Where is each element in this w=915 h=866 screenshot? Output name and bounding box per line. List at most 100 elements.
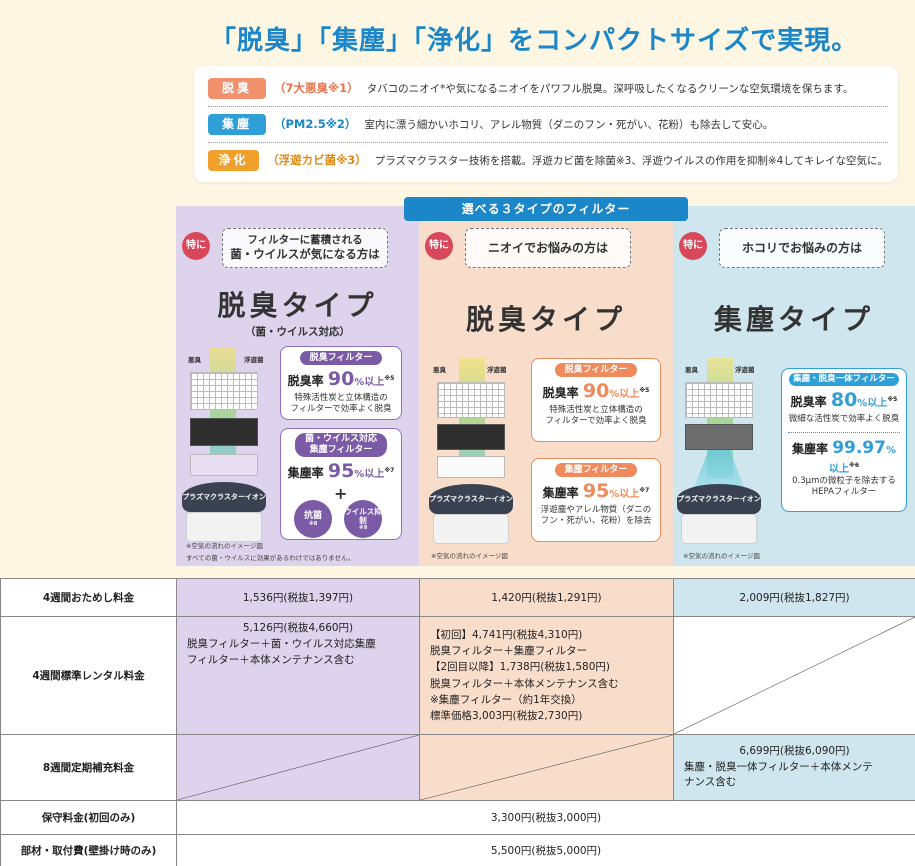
deodorize-filter-image <box>190 372 258 410</box>
rate-value: 80 <box>830 389 858 412</box>
row-label-installation: 部材・取付費(壁掛け時のみ) <box>0 834 177 866</box>
rate-deodorize: 脱臭率 80%以上※5 <box>788 388 900 414</box>
rate-unit: %以上 <box>828 444 896 475</box>
benefit-text-dust: 室内に漂う細かいホコリ、アレル物質（ダニのフン・死がい、花粉）も除去して安心。 <box>364 118 774 131</box>
dust-filter-image <box>437 424 505 450</box>
benefits-box: 脱臭 （7大悪臭※1） タバコのニオイ*や気になるニオイをパワフル脱臭。深呼吸し… <box>194 66 898 182</box>
benefit-tag-dust: （PM2.5※2） <box>274 117 357 131</box>
disclaimer-note: すべての菌・ウイルスに効果があるわけではありません。 <box>186 554 355 562</box>
row-label-trial: 4週間おためし料金 <box>0 578 177 617</box>
price-trial-type3: 2,009円(税抜1,827円) <box>673 578 915 617</box>
deodorize-filter-image <box>437 382 505 418</box>
rate-unit: %以上 <box>857 398 888 410</box>
na-diagonal <box>674 617 915 734</box>
rate-unit: %以上 <box>354 377 385 389</box>
filter-desc: フィルターで効率よく脱臭 <box>290 404 392 415</box>
rate-note: ※5 <box>639 387 650 395</box>
badge-text: 抗菌 <box>303 510 322 521</box>
filter-box-deodorize: 脱臭フィルター 脱臭率 90%以上※5 特殊活性炭と立体構造の フィルターで効率… <box>280 346 402 420</box>
price-standard-type3-na <box>673 616 915 735</box>
bubble-line: 菌・ウイルスが気になる方は <box>230 247 380 262</box>
rate-label: 集塵率 <box>791 441 828 456</box>
odor-label: 悪臭 <box>685 366 698 374</box>
benefit-badge-deodorize: 脱臭 <box>208 77 266 99</box>
filter-desc: 0.3μmの微粒子を除去する <box>792 476 896 487</box>
bubble-line: フィルターに蓄積される <box>247 234 363 247</box>
benefit-text-purify: プラズマクラスター技術を搭載。浮遊カビ菌を除菌※3、浮遊ウイルスの作用を抑制※4… <box>374 154 888 167</box>
filter-desc: 特殊活性炭と立体構造の <box>294 392 388 403</box>
rate-dust: 集塵率 95%以上※7 <box>538 479 654 505</box>
badge-note: ※8 <box>308 521 318 528</box>
price-line: 6,699円(税抜6,090円) <box>739 744 850 757</box>
rate-deodorize: 脱臭率 90%以上※5 <box>287 367 395 393</box>
rate-label: 脱臭率 <box>790 395 827 410</box>
type-name: 脱臭タイプ <box>465 303 626 336</box>
filter-desc: 浮遊塵やアレル物質（ダニの <box>540 504 652 515</box>
pricing-table: 4週間おためし料金 1,536円(税抜1,397円) 1,420円(税抜1,29… <box>0 578 915 866</box>
purifier-body-image <box>681 514 757 544</box>
type-column-dust: ホコリでお悩みの方は 特に 集塵タイプ 悪臭 浮遊菌 プラズマクラスターイオン … <box>673 206 915 566</box>
filter-banner: 選べる３タイプのフィルター <box>404 197 688 221</box>
purifier-head-image: プラズマクラスターイオン <box>429 484 513 514</box>
type-column-deodorize-antivirus: フィルターに蓄積される 菌・ウイルスが気になる方は 特に 脱臭タイプ （菌・ウイ… <box>176 206 419 566</box>
bubble-line: ニオイでお悩みの方は <box>487 240 608 255</box>
rate-unit: %以上 <box>354 468 385 480</box>
price-line: 脱臭フィルター＋本体メンテナンス含む <box>430 677 619 690</box>
rate-value: 95 <box>327 459 355 482</box>
filter-desc: フン・死がい、花粉）を除去 <box>540 516 652 527</box>
cell-content: 5,126円(税抜4,660円) 脱臭フィルター＋菌・ウイルス対応集塵 フィルタ… <box>177 617 419 672</box>
benefit-badge-purify: 浄化 <box>208 149 260 171</box>
bubble-line: ホコリでお悩みの方は <box>741 240 862 255</box>
toku-badge: 特に <box>679 232 707 260</box>
purifier-body-image <box>186 512 262 542</box>
price-line: 集塵・脱臭一体フィルター＋本体メンテ <box>684 760 873 773</box>
germ-label: 浮遊菌 <box>735 366 755 374</box>
price-line: フィルター＋本体メンテナンス含む <box>187 653 355 666</box>
type-bubble: ホコリでお悩みの方は <box>719 228 885 268</box>
price-periodic-type3: 6,699円(税抜6,090円) 集塵・脱臭一体フィルター＋本体メンテ ナンス含… <box>673 734 915 801</box>
benefit-divider <box>208 106 888 107</box>
header-line: 菌・ウイルス対応 <box>304 434 377 444</box>
cell-content: 【初回】4,741円(税抜4,310円) 脱臭フィルター＋集塵フィルター 【2回… <box>420 623 673 729</box>
rate-note: ※7 <box>384 466 395 474</box>
rate-label: 集塵率 <box>287 465 324 480</box>
plus-sign: + <box>334 484 348 503</box>
price-installation: 5,500円(税抜5,000円) <box>176 834 915 866</box>
rate-value: 95 <box>582 480 610 503</box>
filter-box-header: 脱臭フィルター <box>299 351 383 366</box>
illustration-note: ※空気の流れのイメージ図 <box>431 552 508 560</box>
benefit-tag-purify: （浮遊カビ菌※3） <box>267 153 367 167</box>
filter-box-deodorize: 脱臭フィルター 脱臭率 90%以上※5 特殊活性炭と立体構造の フィルターで効率… <box>531 358 661 442</box>
rate-note: ※6 <box>848 461 859 469</box>
filter-box-divider <box>788 431 900 433</box>
benefit-text-deodorize: タバコのニオイ*や気になるニオイをパワフル脱臭。深呼吸したくなるクリーンな空気環… <box>366 82 854 95</box>
rate-deodorize: 脱臭率 90%以上※5 <box>538 379 654 405</box>
rate-label: 集塵率 <box>542 486 579 501</box>
rate-value: 90 <box>327 368 355 391</box>
rate-label: 脱臭率 <box>287 374 324 389</box>
filter-box-header: 菌・ウイルス対応集塵フィルター <box>294 433 387 457</box>
toku-badge: 特に <box>182 232 210 260</box>
deodorize-filter-image <box>685 382 753 418</box>
illustration-note: ※空気の流れのイメージ図 <box>683 552 760 560</box>
filter-box-dust: 集塵フィルター 集塵率 95%以上※7 浮遊塵やアレル物質（ダニの フン・死がい… <box>531 458 661 542</box>
rate-value: 90 <box>582 380 610 403</box>
filter-types-panel: フィルターに蓄積される 菌・ウイルスが気になる方は 特に 脱臭タイプ （菌・ウイ… <box>176 197 915 566</box>
filter-desc: HEPAフィルター <box>811 487 877 498</box>
badge-text: ウイルス抑制 <box>344 507 382 525</box>
price-line: 標準価格3,003円(税抜2,730円) <box>430 710 583 723</box>
type-bubble: ニオイでお悩みの方は <box>465 228 631 268</box>
hepa-filter-image <box>685 424 753 450</box>
filter-desc: フィルターで効率よく脱臭 <box>545 416 647 427</box>
germ-label: 浮遊菌 <box>487 366 507 374</box>
page-headline: 「脱臭」「集塵」「浄化」をコンパクトサイズで実現。 <box>210 26 859 56</box>
plasma-label: プラズマクラスターイオン <box>182 493 266 501</box>
na-diagonal <box>420 735 673 800</box>
price-standard-type1: 5,126円(税抜4,660円) 脱臭フィルター＋菌・ウイルス対応集塵 フィルタ… <box>176 616 420 735</box>
filter-box-header: 脱臭フィルター <box>554 363 638 378</box>
price-periodic-type1-na <box>176 734 420 801</box>
rate-unit: %以上 <box>609 489 640 501</box>
price-line: ナンス含む <box>684 776 737 789</box>
price-line: 【2回目以降】1,738円(税抜1,580円) <box>430 661 610 674</box>
filter-box-header: 集塵・脱臭一体フィルター <box>789 373 899 387</box>
